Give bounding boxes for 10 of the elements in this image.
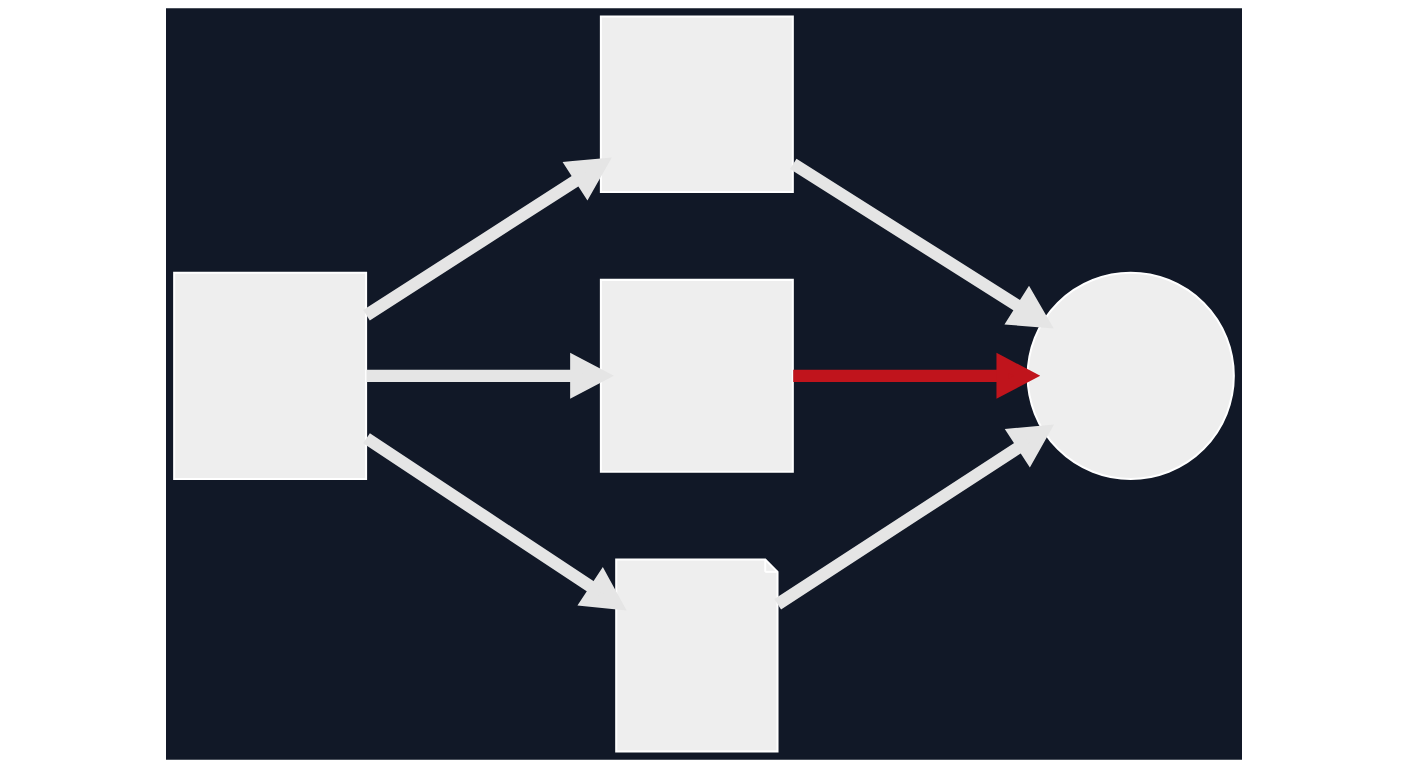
arrow: [363, 433, 627, 611]
node-circle: [1026, 271, 1235, 480]
node-box: [599, 278, 794, 473]
arrow: [793, 352, 1041, 399]
arrow: [366, 352, 614, 399]
node-box: [173, 271, 368, 480]
arrow: [789, 158, 1054, 329]
node-box: [599, 15, 794, 194]
arrow: [774, 424, 1055, 610]
arrow: [363, 157, 612, 321]
